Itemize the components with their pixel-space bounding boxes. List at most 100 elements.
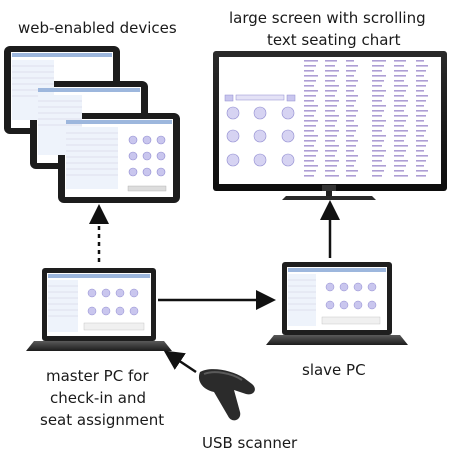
tv-list-text-line <box>346 140 358 142</box>
tv-list-text-line <box>372 170 384 172</box>
caption-web-enabled-devices: web-enabled devices <box>18 19 177 37</box>
tv-list-text-line <box>325 130 339 132</box>
tv-list-text-line <box>372 160 382 162</box>
tv-list-text-line <box>416 160 426 162</box>
tv-list-text-line <box>325 115 339 117</box>
tv-list-text-line <box>304 140 316 142</box>
tv-list-text-line <box>416 165 424 167</box>
tv-list-text-line <box>416 75 424 77</box>
tv-list-text-line <box>372 175 382 177</box>
tv-list-text-line <box>416 90 424 92</box>
tv-list-text-line <box>346 100 356 102</box>
tv-list-text-line <box>304 80 316 82</box>
tv-list-text-line <box>325 155 335 157</box>
tv-list-text-line <box>394 60 406 62</box>
tv-list-text-line <box>372 90 386 92</box>
tv-list-text-line <box>304 100 314 102</box>
tv-list-text-line <box>346 90 354 92</box>
tv-list-text-line <box>416 65 428 67</box>
tv-list-text-line <box>372 140 384 142</box>
master-pc-laptop <box>26 268 172 351</box>
tv-list-text-line <box>304 115 314 117</box>
tv-list-text-line <box>416 130 426 132</box>
tv-list-text-line <box>304 120 318 122</box>
tv-list-text-line <box>416 150 424 152</box>
tv-scrolling-name-list <box>304 60 428 177</box>
tv-list-text-line <box>416 85 426 87</box>
tv-list-text-line <box>325 175 339 177</box>
tv-list-text-line <box>325 100 339 102</box>
caption-large-screen-line1: large screen with scrolling <box>229 9 426 27</box>
tv-list-text-line <box>394 140 404 142</box>
tv-list-text-line <box>372 105 386 107</box>
tv-list-text-line <box>394 100 408 102</box>
tv-list-text-line <box>304 75 318 77</box>
tv-list-text-line <box>346 65 358 67</box>
tv-list-text-line <box>394 125 404 127</box>
tv-list-text-line <box>372 155 384 157</box>
tv-list-text-line <box>416 100 426 102</box>
caption-master-pc-line1: master PC for <box>46 367 149 385</box>
tv-list-text-line <box>372 115 382 117</box>
tv-list-text-line <box>394 70 408 72</box>
tv-list-text-line <box>325 75 337 77</box>
tv-list-text-line <box>416 60 424 62</box>
tv-list-text-line <box>346 170 358 172</box>
tv-list-text-line <box>346 150 354 152</box>
tv-list-text-line <box>416 70 426 72</box>
tv-list-text-line <box>394 105 406 107</box>
tv-list-text-line <box>416 155 428 157</box>
tv-list-text-line <box>416 115 426 117</box>
tv-list-text-line <box>346 110 358 112</box>
tv-list-text-line <box>304 90 318 92</box>
tv-list-text-line <box>304 150 318 152</box>
tv-list-text-line <box>394 90 406 92</box>
tv-list-text-line <box>394 155 404 157</box>
tv-list-text-line <box>394 110 404 112</box>
tv-list-text-line <box>372 100 382 102</box>
tv-list-text-line <box>325 90 337 92</box>
tv-list-text-line <box>346 135 354 137</box>
tv-list-text-line <box>394 160 408 162</box>
tv-list-text-line <box>394 145 408 147</box>
tv-list-text-line <box>416 95 428 97</box>
caption-slave-pc: slave PC <box>302 361 366 379</box>
tv-list-text-line <box>325 170 335 172</box>
tv-list-text-line <box>416 135 424 137</box>
tv-list-text-line <box>304 145 314 147</box>
tv-list-text-line <box>372 75 386 77</box>
tablet-front-content <box>66 120 172 192</box>
caption-large-screen-line2: text seating chart <box>267 31 401 49</box>
tv-list-text-line <box>372 145 382 147</box>
tv-list-text-line <box>394 85 408 87</box>
tv-list-text-line <box>394 165 406 167</box>
tv-list-text-line <box>372 80 384 82</box>
tv-list-text-line <box>325 85 339 87</box>
usb-scanner <box>198 369 255 421</box>
tv-list-text-line <box>416 145 426 147</box>
tv-list-text-line <box>346 60 354 62</box>
tv-list-text-line <box>416 125 428 127</box>
tv-list-text-line <box>304 155 316 157</box>
tv-list-text-line <box>325 105 337 107</box>
tv-list-text-line <box>394 170 404 172</box>
tv-list-text-line <box>372 110 384 112</box>
tv-list-text-line <box>325 70 339 72</box>
caption-usb-scanner: USB scanner <box>202 434 298 452</box>
tv-list-text-line <box>304 70 314 72</box>
tv-list-text-line <box>346 125 358 127</box>
tv-list-text-line <box>372 65 384 67</box>
tv-list-text-line <box>325 150 337 152</box>
tv-list-text-line <box>325 80 335 82</box>
tv-list-text-line <box>304 125 316 127</box>
tv-list-text-line <box>346 85 356 87</box>
tv-list-text-line <box>372 125 384 127</box>
tv-list-text-line <box>304 160 314 162</box>
tv-list-text-line <box>394 175 408 177</box>
caption-master-pc-line2: check-in and <box>50 389 146 407</box>
tv-list-text-line <box>304 65 316 67</box>
tv-list-text-line <box>325 160 339 162</box>
tv-list-text-line <box>304 60 318 62</box>
tv-list-text-line <box>416 170 428 172</box>
